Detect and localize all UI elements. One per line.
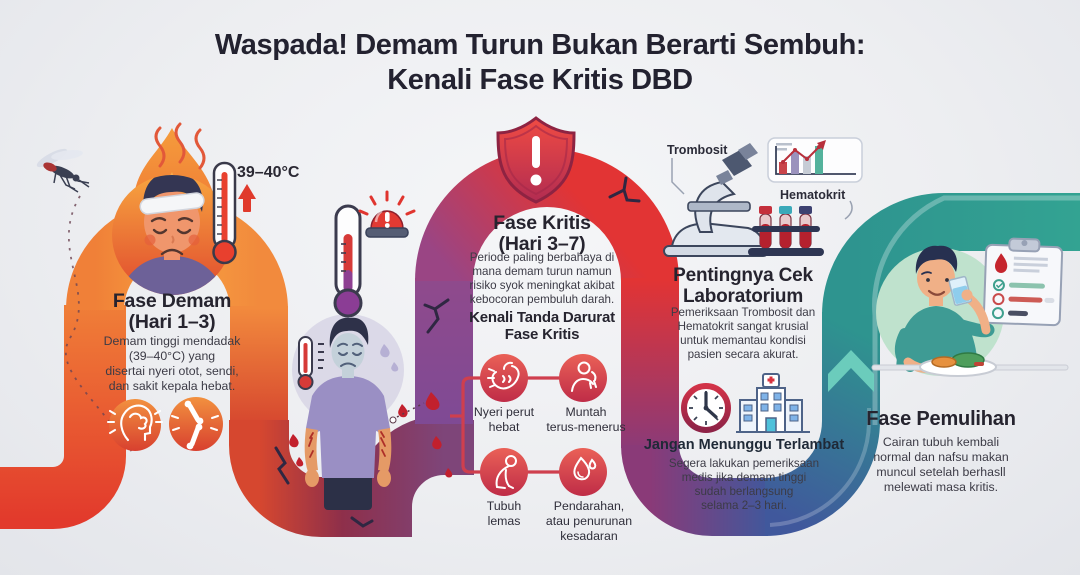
joint-pain-icon xyxy=(169,397,223,451)
up-chevron-icon xyxy=(828,350,874,392)
symptom-connector-lines xyxy=(450,376,560,474)
fase-pemulihan-body: Cairan tubuh kembali normal dan nafsu ma… xyxy=(873,435,1009,494)
hematokrit-pointer-line xyxy=(844,200,853,220)
heat-squiggles-icon xyxy=(154,122,206,170)
path-highlight-stripes xyxy=(769,195,1080,527)
temp-rise-arrow-icon xyxy=(238,184,256,212)
stomach-icon xyxy=(480,354,528,402)
symptom-label-pendarahan: Pendarahan, atau penurunan kesadaran xyxy=(545,499,633,543)
warning-body: Segera lakukan pemeriksaan medis jika de… xyxy=(668,457,820,513)
food-plate-icon xyxy=(919,352,997,377)
fase-pemulihan-heading: Fase Pemulihan xyxy=(866,408,1016,430)
mosquito-icon xyxy=(36,148,90,193)
page-title-line2: Kenali Fase Kritis DBD xyxy=(387,64,693,96)
sweat-drops-icon xyxy=(380,344,399,372)
fase-demam-body: Demam tinggi mendadak (39–40°C) yang dis… xyxy=(103,334,241,393)
sick-person-illustration xyxy=(304,317,392,510)
laboratorium-heading: Pentingnya Cek Laboratorium xyxy=(673,265,813,307)
thermometer-small-icon xyxy=(297,336,324,390)
symptom-label-tubuh-lemas: Tubuh lemas xyxy=(486,499,522,528)
headache-icon xyxy=(106,399,164,451)
fase-kritis-heading: Fase Kritis (Hari 3–7) xyxy=(493,212,591,256)
warning-heading: Jangan Menunggu Terlambat xyxy=(643,437,845,453)
crack-marks xyxy=(274,176,641,528)
fase-kritis-body: Periode paling berbahaya di mana demam t… xyxy=(469,251,615,307)
symptom-label-muntah: Muntah terus-menerus xyxy=(546,405,626,434)
symptom-label-nyeri-perut: Nyeri perut hebat xyxy=(473,405,535,434)
thermometer-dropping-icon xyxy=(333,204,363,318)
alarm-siren-icon xyxy=(358,190,416,238)
blood-test-tubes-icon xyxy=(748,206,824,256)
page-title-line1: Waspada! Demam Turun Bukan Berarti Sembu… xyxy=(214,29,866,61)
clock-icon xyxy=(681,383,731,433)
mosquito-flight-path xyxy=(64,195,133,453)
weak-body-icon xyxy=(480,448,528,496)
trombosit-label: Trombosit xyxy=(667,143,728,157)
hematokrit-chart-card xyxy=(767,137,863,183)
blood-drops-icon xyxy=(289,392,453,478)
thermometer-high-icon xyxy=(212,161,237,265)
hospital-icon xyxy=(736,373,810,433)
tanda-darurat-heading: Kenali Tanda Darurat Fase Kritis xyxy=(469,309,615,343)
vomiting-icon xyxy=(559,354,607,402)
fase-demam-heading: Fase Demam (Hari 1–3) xyxy=(112,290,232,334)
trombosit-pointer-line xyxy=(671,158,685,195)
microscope-icon xyxy=(663,143,769,257)
laboratorium-body: Pemeriksaan Trombosit dan Hematokrit san… xyxy=(670,306,816,362)
alert-shield-icon xyxy=(496,116,576,204)
blood-drop-icon xyxy=(559,448,607,496)
recovery-checklist-clipboard xyxy=(982,237,1064,327)
hematokrit-label: Hematokrit xyxy=(780,188,846,202)
temperature-label: 39–40°C xyxy=(237,164,300,181)
